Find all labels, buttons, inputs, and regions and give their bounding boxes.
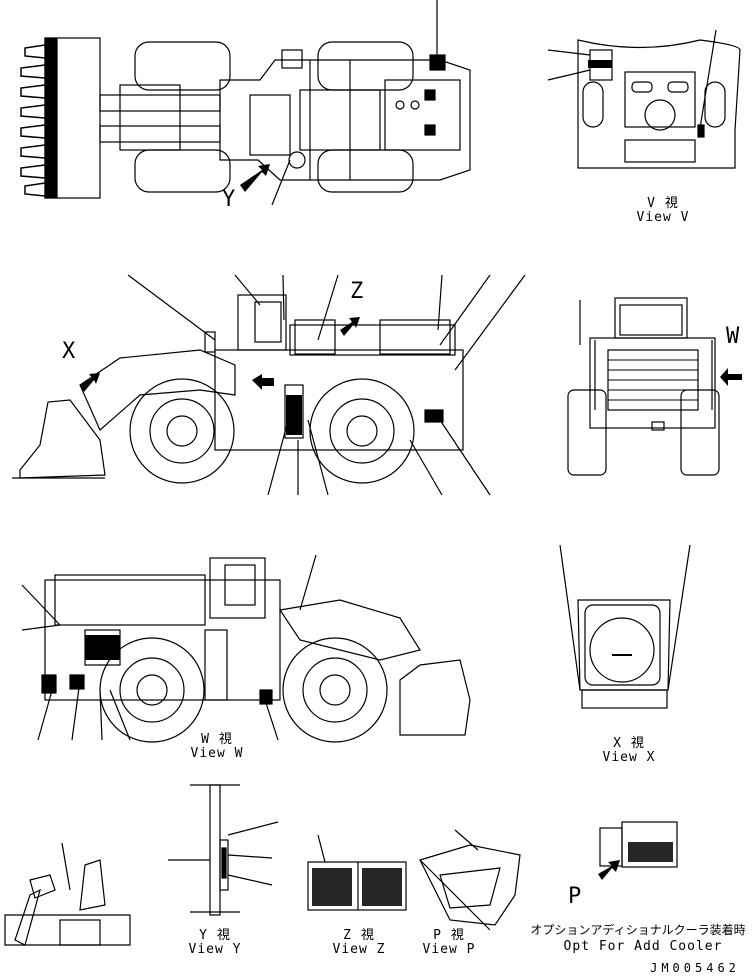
view-y-label: Y 視 View Y (172, 929, 258, 957)
view-p-jp: P 視 (433, 928, 465, 943)
view-z-en: View Z (332, 942, 386, 957)
view-y-drawing (168, 784, 279, 916)
view-p-en: View P (422, 942, 476, 957)
view-z-jp: Z 視 (343, 928, 375, 943)
view-x-drawing (559, 544, 691, 709)
view-v-jp: V 視 (647, 196, 679, 211)
view-x-label: X 視 View X (586, 737, 672, 765)
arrow-letter-y: Y (222, 187, 236, 212)
view-w-jp: W 視 (201, 732, 233, 747)
arrow-letter-z: Z (350, 279, 364, 304)
view-v-drawing (547, 29, 741, 169)
side-view-right-loader (21, 554, 471, 743)
option-note-jp: オプションアディショナルクーラ装着時 (530, 923, 746, 937)
top-view-loader (20, 0, 471, 206)
view-v-label: V 視 View V (620, 197, 706, 225)
view-z-label: Z 視 View Z (316, 929, 402, 957)
add-cooler-drawing (598, 821, 678, 880)
view-x-en: View X (602, 750, 656, 765)
view-p-drawing (419, 829, 521, 931)
view-w-drawing (567, 297, 742, 476)
view-w-label: W 視 View W (174, 733, 260, 761)
view-p-label: P 視 View P (406, 929, 492, 957)
view-z-drawing (307, 834, 407, 911)
view-v-en: View V (636, 210, 690, 225)
operator-seat-drawing (4, 842, 131, 946)
arrow-letter-p: P (568, 884, 582, 909)
view-y-en: View Y (188, 942, 242, 957)
document-number: JM005462 (650, 961, 740, 975)
side-view-loader (12, 274, 526, 496)
view-w-en: View W (190, 746, 244, 761)
option-note-en: Opt For Add Cooler (563, 939, 723, 954)
arrow-letter-x: X (62, 339, 76, 364)
view-x-jp: X 視 (613, 736, 645, 751)
arrow-letter-w: W (726, 324, 740, 349)
view-y-jp: Y 視 (199, 928, 231, 943)
